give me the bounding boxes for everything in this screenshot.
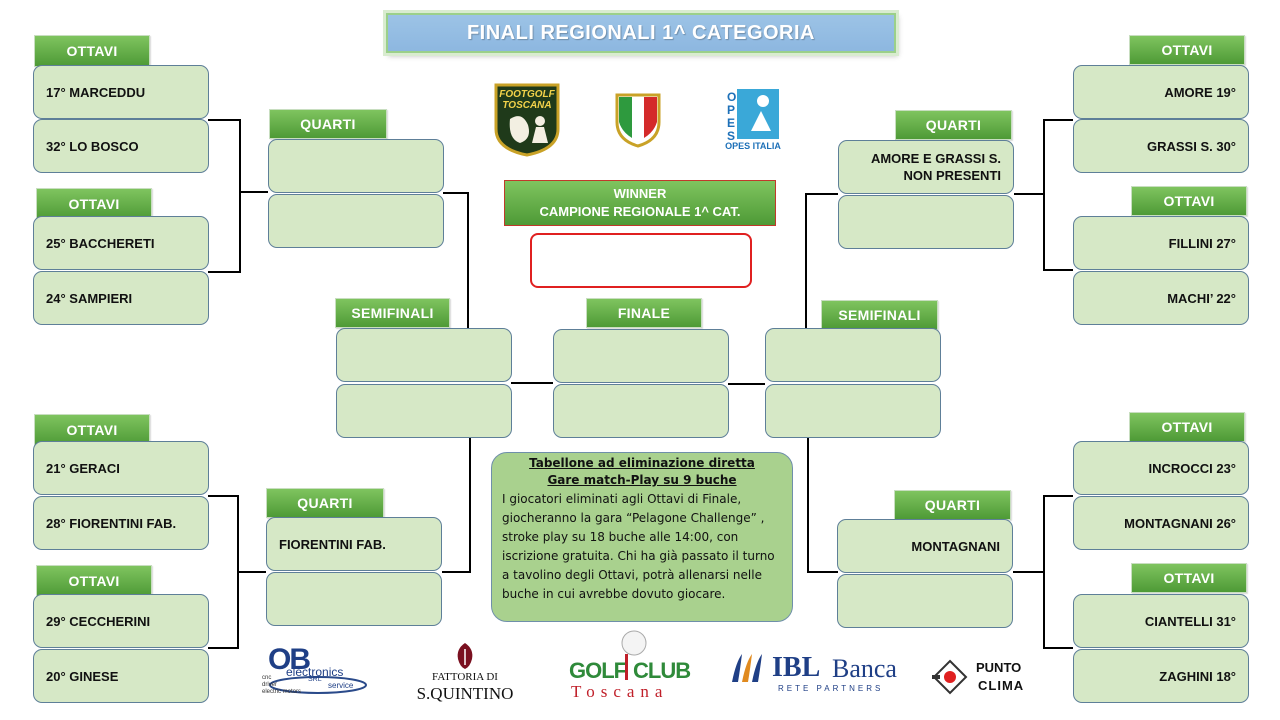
- label-semifinali: SEMIFINALI: [821, 300, 938, 330]
- club-word: CLUB: [633, 658, 691, 683]
- slot-ottavi[interactable]: 29° CECCHERINI: [33, 594, 209, 648]
- slot-ottavi[interactable]: 32° LO BOSCO: [33, 119, 209, 173]
- slot-ottavi[interactable]: INCROCCI 23°: [1073, 441, 1249, 495]
- rules-note: Tabellone ad eliminazione diretta Gare m…: [491, 452, 793, 622]
- label-ottavi: OTTAVI: [36, 565, 152, 597]
- slot-ottavi[interactable]: GRASSI S. 30°: [1073, 119, 1249, 173]
- label-semifinali: SEMIFINALI: [335, 298, 450, 328]
- ob-srl: SRL: [308, 676, 322, 683]
- rules-body: I giocatori eliminati agli Ottavi di Fin…: [502, 492, 775, 601]
- label-quarti: QUARTI: [266, 488, 384, 518]
- ob-line: electric motors: [262, 689, 302, 695]
- slot-quarti[interactable]: [837, 574, 1013, 628]
- ob-lines: cnc driver electric motors: [262, 675, 301, 696]
- slot-quarti[interactable]: [838, 195, 1014, 249]
- fattoria-line2: S.QUINTINO: [416, 684, 514, 703]
- winner-box[interactable]: [530, 233, 752, 288]
- banca-word: Banca: [832, 654, 897, 683]
- slot-quarti[interactable]: MONTAGNANI: [837, 519, 1013, 573]
- fattoria-line1: FATTORIA DI: [432, 671, 498, 683]
- ob-sub: electronics: [286, 665, 344, 679]
- label-quarti: QUARTI: [895, 110, 1012, 140]
- svg-text:E: E: [727, 116, 735, 130]
- slot-ottavi[interactable]: 21° GERACI: [33, 441, 209, 495]
- label-ottavi: OTTAVI: [34, 414, 150, 446]
- slot-semifinale[interactable]: [336, 384, 512, 438]
- punto-word: PUNTO: [976, 660, 1022, 675]
- slot-semifinale[interactable]: [765, 328, 941, 382]
- golf-club-toscana-logo: GOLF CLUB Toscana: [565, 630, 703, 702]
- label-ottavi: OTTAVI: [1129, 35, 1245, 65]
- punto-clima-logo: PUNTO CLIMA: [930, 656, 1032, 698]
- winner-subtitle: CAMPIONE REGIONALE 1^ CAT.: [539, 204, 741, 219]
- label-ottavi: OTTAVI: [1129, 412, 1245, 442]
- footgolf-text: FOOTGOLF TOSCANA: [492, 89, 562, 111]
- slot-finale[interactable]: [553, 329, 729, 383]
- slot-ottavi[interactable]: ZAGHINI 18°: [1073, 649, 1249, 703]
- slot-semifinale[interactable]: [336, 328, 512, 382]
- slot-quarti[interactable]: [268, 139, 444, 193]
- slot-ottavi[interactable]: 24° SAMPIERI: [33, 271, 209, 325]
- label-ottavi: OTTAVI: [1131, 186, 1247, 216]
- label-ottavi: OTTAVI: [34, 35, 150, 67]
- slot-ottavi[interactable]: 17° MARCEDDU: [33, 65, 209, 119]
- slot-ottavi[interactable]: 20° GINESE: [33, 649, 209, 703]
- slot-ottavi[interactable]: 28° FIORENTINI FAB.: [33, 496, 209, 550]
- rete-partners: RETE PARTNERS: [778, 684, 884, 693]
- slot-ottavi[interactable]: MONTAGNANI 26°: [1073, 496, 1249, 550]
- svg-text:O: O: [727, 90, 736, 104]
- rules-subheading: Gare match-Play su 9 buche: [547, 473, 737, 487]
- footgolf-line1: FOOTGOLF: [499, 89, 555, 100]
- ibl-banca-logo: IBL Banca RETE PARTNERS: [728, 650, 914, 696]
- label-ottavi: OTTAVI: [1131, 563, 1247, 593]
- winner-banner: WINNER CAMPIONE REGIONALE 1^ CAT.: [504, 180, 776, 226]
- slot-ottavi[interactable]: AMORE 19°: [1073, 65, 1249, 119]
- toscana-word: Toscana: [571, 682, 669, 701]
- label-quarti: QUARTI: [269, 109, 387, 139]
- slot-quarti[interactable]: [268, 194, 444, 248]
- ob-electronics-logo: OB electronics cnc driver electric motor…: [258, 643, 368, 701]
- slot-quarti[interactable]: [266, 572, 442, 626]
- slot-ottavi[interactable]: 25° BACCHERETI: [33, 216, 209, 270]
- opes-text: OPES ITALIA: [725, 141, 781, 151]
- slot-ottavi[interactable]: CIANTELLI 31°: [1073, 594, 1249, 648]
- winner-label: WINNER: [613, 186, 667, 201]
- page-title: FINALI REGIONALI 1^ CATEGORIA: [386, 13, 896, 53]
- ob-service: service: [328, 681, 354, 690]
- label-quarti: QUARTI: [894, 490, 1011, 520]
- ob-mark: OB: [268, 643, 311, 676]
- ob-line: driver: [262, 682, 278, 688]
- flag-pole-icon: [625, 654, 628, 680]
- slot-finale[interactable]: [553, 384, 729, 438]
- opes-italia-logo: O P E S OPES ITALIA: [724, 82, 782, 156]
- svg-text:S: S: [727, 129, 735, 141]
- rules-heading: Tabellone ad eliminazione diretta: [529, 456, 755, 470]
- slot-quarti[interactable]: FIORENTINI FAB.: [266, 517, 442, 571]
- footgolf-toscana-logo: FOOTGOLF TOSCANA: [492, 81, 562, 157]
- label-ottavi: OTTAVI: [36, 188, 152, 220]
- slot-ottavi[interactable]: FILLINI 27°: [1073, 216, 1249, 270]
- label-finale: FINALE: [586, 298, 702, 328]
- golf-word: GOLF: [569, 658, 627, 683]
- ob-line: cnc: [262, 675, 272, 681]
- italy-shield-icon: [614, 92, 662, 148]
- slot-ottavi[interactable]: MACHI’ 22°: [1073, 271, 1249, 325]
- slot-semifinale[interactable]: [765, 384, 941, 438]
- ibl-word: IBL: [772, 652, 821, 683]
- slot-quarti[interactable]: AMORE E GRASSI S. NON PRESENTI: [838, 140, 1014, 194]
- footgolf-line2: TOSCANA: [502, 100, 552, 111]
- svg-text:P: P: [727, 103, 735, 117]
- fattoria-san-quintino-logo: FATTORIA DI S.QUINTINO: [400, 638, 530, 706]
- clima-word: CLIMA: [978, 678, 1025, 693]
